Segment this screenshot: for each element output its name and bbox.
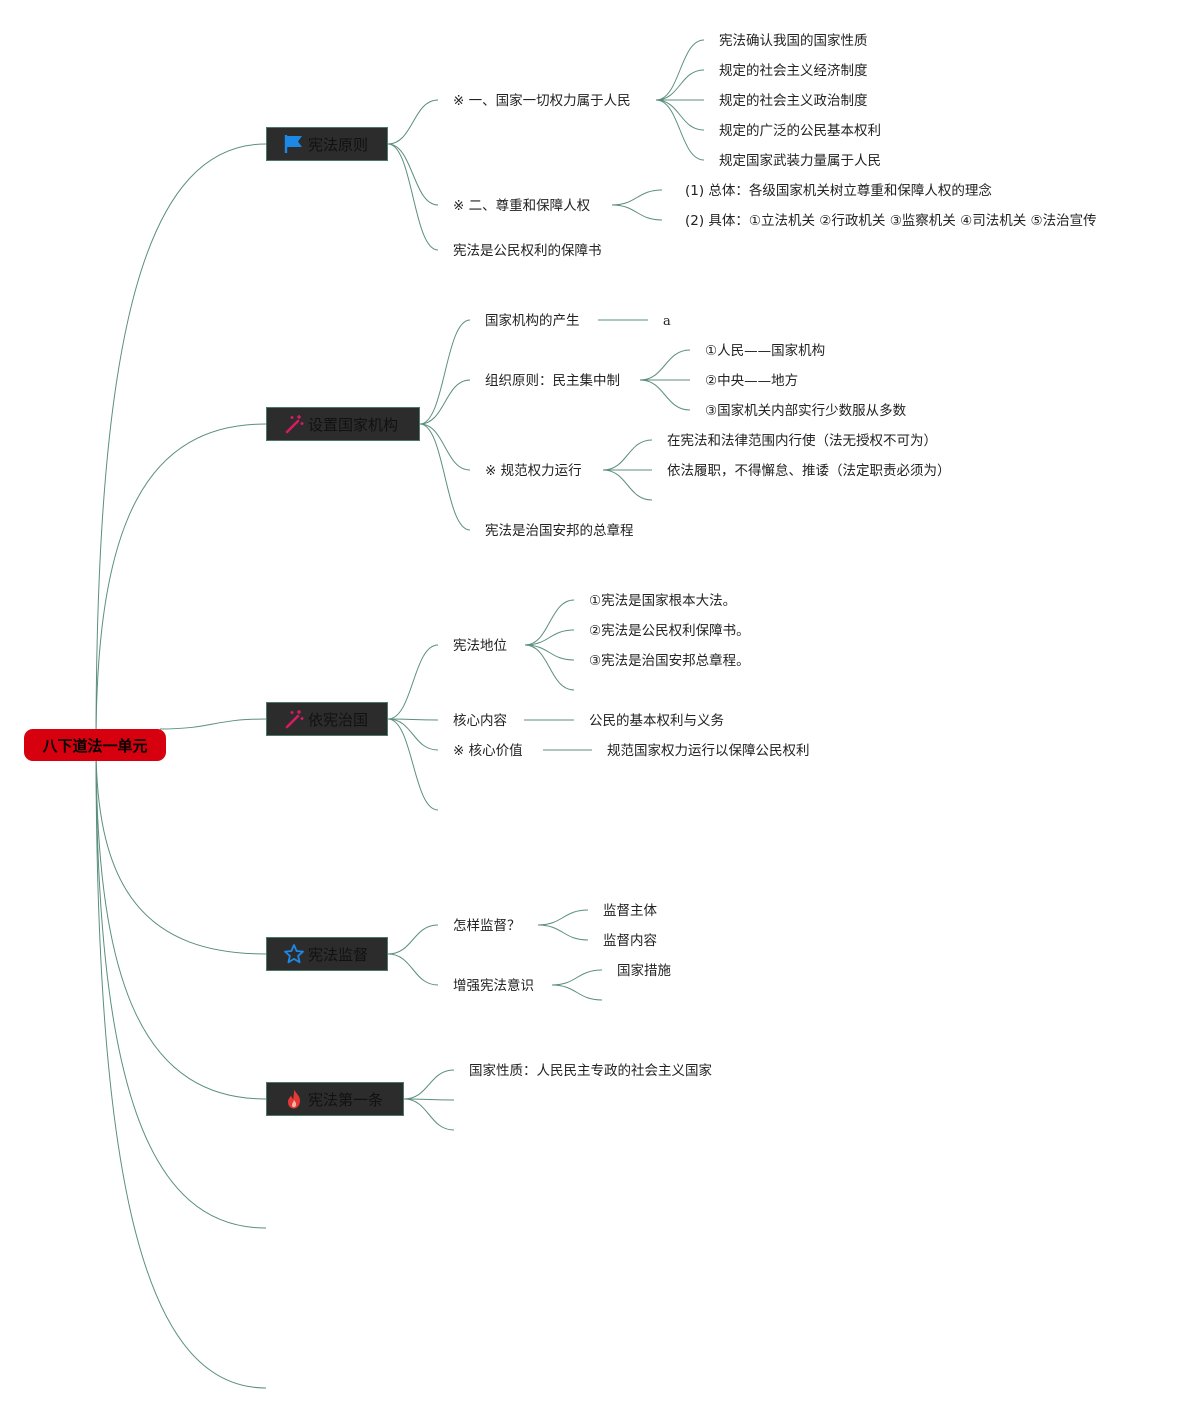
connector-line xyxy=(419,423,471,531)
root-topic[interactable]: 八下道法一单元 xyxy=(24,729,166,761)
connector-line xyxy=(524,644,575,691)
connector-line xyxy=(655,99,705,161)
leaf-genben-dafa[interactable]: ①宪法是国家根本大法。 xyxy=(589,593,737,609)
connector-line xyxy=(602,439,653,471)
connector-line xyxy=(602,469,653,501)
connector-line xyxy=(551,984,603,1001)
topic-label: 宪法监督 xyxy=(308,945,369,964)
leaf-juti[interactable]: (2) 具体：①立法机关 ②行政机关 ③监察机关 ④司法机关 ⑤法治宣传 xyxy=(685,213,1097,229)
connector-line xyxy=(524,629,575,646)
leaf-guojia-xingzhi[interactable]: 宪法确认我国的国家性质 xyxy=(719,33,868,49)
leaf-zhongyang-difang[interactable]: ②中央——地方 xyxy=(705,373,799,389)
connector-line xyxy=(611,189,663,206)
node-hexin-jiazhi[interactable]: ※ 核心价值 xyxy=(453,743,523,759)
connector-line xyxy=(419,379,471,425)
connector-line xyxy=(387,644,439,720)
leaf-zhengzhi-zhidu[interactable]: 规定的社会主义政治制度 xyxy=(719,93,868,109)
connector-line xyxy=(524,599,575,646)
connector-line xyxy=(95,744,267,1389)
topic-xianfa-yuanze[interactable]: 宪法原则 xyxy=(266,127,388,161)
magic-wand-icon xyxy=(285,415,304,434)
leaf-jiandu-zhuti[interactable]: 监督主体 xyxy=(603,903,657,919)
leaf-yifa-lvzhi[interactable]: 依法履职，不得懈怠、推诿（法定职责必须为） xyxy=(667,463,951,479)
leaf-quanli-yiwu[interactable]: 公民的基本权利与义务 xyxy=(589,713,724,729)
connector-line xyxy=(551,969,603,986)
leaf-zongzhangcheng[interactable]: ③宪法是治国安邦总章程。 xyxy=(589,653,750,669)
leaf-fawu-shouquan[interactable]: 在宪法和法律范围内行使（法无授权不可为） xyxy=(667,433,937,449)
topic-label: 依宪治国 xyxy=(308,710,369,729)
topic-yixian-zhiguo[interactable]: 依宪治国 xyxy=(266,702,388,736)
leaf-renmin-jigou[interactable]: ①人民——国家机构 xyxy=(705,343,826,359)
topic-xianfa-jiandu[interactable]: 宪法监督 xyxy=(266,937,388,971)
connector-line xyxy=(655,69,705,101)
star-icon xyxy=(284,944,304,964)
topic-label: 宪法原则 xyxy=(308,135,369,154)
node-zunzhong-renquan[interactable]: ※ 二、尊重和保障人权 xyxy=(453,198,591,214)
node-zenyang-jiandu[interactable]: 怎样监督？ xyxy=(453,918,521,934)
leaf-a[interactable]: a xyxy=(663,314,671,329)
node-guifan-quanli[interactable]: ※ 规范权力运行 xyxy=(485,463,582,479)
topic-shezhi-guojia-jigou[interactable]: 设置国家机构 xyxy=(266,407,420,441)
node-jigou-chansheng[interactable]: 国家机构的产生 xyxy=(485,313,580,329)
connector-line xyxy=(95,744,267,1100)
connector-line xyxy=(95,744,267,955)
connector-line xyxy=(403,1098,455,1101)
connector-line xyxy=(655,99,705,131)
node-quanli-shuyu-renmin[interactable]: ※ 一、国家一切权力属于人民 xyxy=(453,93,631,109)
leaf-jiandu-neirong[interactable]: 监督内容 xyxy=(603,933,657,949)
connector-line xyxy=(387,953,439,986)
connector-line xyxy=(387,143,439,206)
connector-line xyxy=(524,644,575,661)
connector-line xyxy=(655,39,705,101)
connector-line xyxy=(403,1069,455,1100)
leaf-jingji-zhidu[interactable]: 规定的社会主义经济制度 xyxy=(719,63,868,79)
connector-line xyxy=(639,349,691,381)
node-hexin-neirong[interactable]: 核心内容 xyxy=(453,713,507,729)
connector-line xyxy=(387,718,439,721)
connector-line xyxy=(387,924,439,955)
connector-line xyxy=(387,718,439,751)
node-zongzhangcheng[interactable]: 宪法是治国安邦的总章程 xyxy=(485,523,634,539)
topic-label: 设置国家机构 xyxy=(308,415,399,434)
leaf-guifan-baozhang[interactable]: 规范国家权力运行以保障公民权利 xyxy=(607,743,810,759)
connector-line xyxy=(95,143,267,746)
connector-line xyxy=(419,319,471,425)
connector-line xyxy=(537,924,589,941)
flag-icon xyxy=(284,135,302,153)
node-zuzhi-yuanze[interactable]: 组织原则：民主集中制 xyxy=(485,373,620,389)
leaf-wuzhuang-liliang[interactable]: 规定国家武装力量属于人民 xyxy=(719,153,881,169)
connector-line xyxy=(159,718,267,730)
connector-line xyxy=(95,423,267,746)
node-xianfa-yishi[interactable]: 增强宪法意识 xyxy=(453,978,534,994)
topic-label: 宪法第一条 xyxy=(308,1090,384,1109)
connector-line xyxy=(387,718,439,811)
leaf-zongti[interactable]: (1) 总体：各级国家机关树立尊重和保障人权的理念 xyxy=(685,183,992,199)
leaf-gongmin-quanli[interactable]: 规定的广泛的公民基本权利 xyxy=(719,123,881,139)
node-quanli-baozhangshu[interactable]: 宪法是公民权利的保障书 xyxy=(453,243,602,259)
connector-line xyxy=(387,99,439,145)
fire-icon xyxy=(288,1089,301,1109)
magic-wand-icon xyxy=(285,710,304,729)
leaf-shaoshu-fucong-duoshu[interactable]: ③国家机关内部实行少数服从多数 xyxy=(705,403,907,419)
connector-line xyxy=(387,143,439,251)
connector-line xyxy=(95,744,267,1229)
connector-line xyxy=(639,379,691,411)
topic-xianfa-diyitiao[interactable]: 宪法第一条 xyxy=(266,1082,404,1116)
leaf-guojia-cuoshi[interactable]: 国家措施 xyxy=(617,963,671,979)
node-xianfa-diwei[interactable]: 宪法地位 xyxy=(453,638,507,654)
connector-line xyxy=(419,423,471,471)
leaf-baozhangshu[interactable]: ②宪法是公民权利保障书。 xyxy=(589,623,750,639)
connector-line xyxy=(537,909,589,926)
connector-line xyxy=(611,204,663,221)
connector-line xyxy=(403,1098,455,1131)
node-guojia-xingzhi[interactable]: 国家性质：人民民主专政的社会主义国家 xyxy=(469,1063,712,1079)
